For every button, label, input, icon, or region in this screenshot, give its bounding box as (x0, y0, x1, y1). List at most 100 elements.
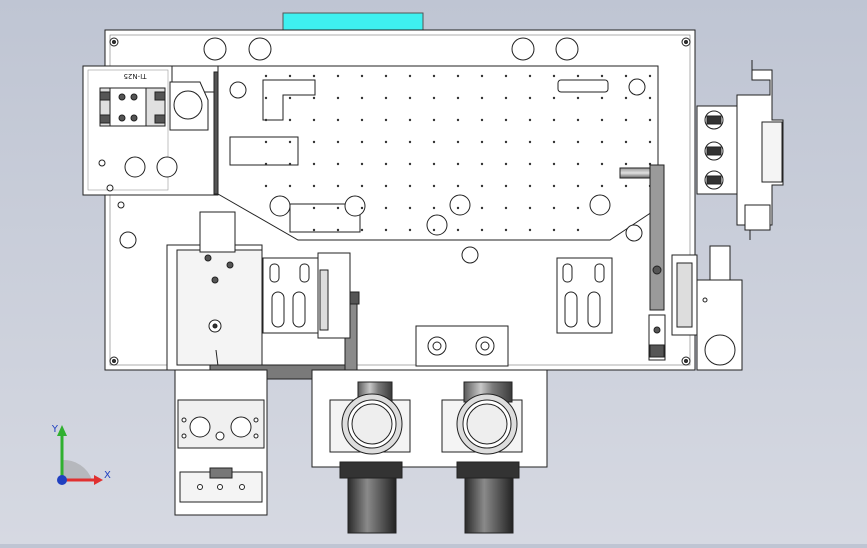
top-plate-features (229, 78, 646, 236)
center-right-bracket (556, 257, 613, 334)
mounting-hole (600, 118, 604, 122)
mounting-hole (456, 206, 460, 210)
mounting-hole (480, 96, 484, 100)
mounting-hole (432, 228, 436, 232)
mounting-hole (384, 140, 388, 144)
mounting-hole (480, 74, 484, 78)
mounting-hole (504, 118, 508, 122)
mounting-hole (528, 162, 532, 166)
left-cylinder (339, 393, 403, 534)
x-axis-label: X (104, 470, 111, 481)
right-valve-block (696, 60, 784, 240)
top-holes (203, 37, 579, 61)
mounting-hole (360, 118, 364, 122)
left-bracket-inner (87, 69, 169, 191)
mounting-hole (288, 184, 292, 188)
mounting-hole (480, 162, 484, 166)
mounting-hole (648, 74, 652, 78)
mounting-hole (384, 228, 388, 232)
mounting-hole (552, 140, 556, 144)
mounting-hole (456, 228, 460, 232)
mounting-hole (456, 74, 460, 78)
mounting-hole (480, 206, 484, 210)
mounting-hole (480, 118, 484, 122)
mounting-hole (624, 184, 628, 188)
mounting-hole (408, 140, 412, 144)
mounting-hole (408, 162, 412, 166)
left-base-holes (117, 201, 643, 264)
mounting-hole (408, 74, 412, 78)
mounting-hole (456, 184, 460, 188)
right-cylinder (456, 393, 520, 534)
mounting-hole (432, 118, 436, 122)
mounting-hole (648, 118, 652, 122)
mounting-hole (504, 96, 508, 100)
mounting-hole (360, 162, 364, 166)
mounting-hole (264, 118, 268, 122)
mounting-hole (360, 74, 364, 78)
mounting-hole (600, 96, 604, 100)
left-slide-module (166, 211, 263, 371)
mounting-hole (576, 228, 580, 232)
mounting-hole (360, 184, 364, 188)
mounting-hole (384, 184, 388, 188)
mounting-hole (408, 228, 412, 232)
part-label: TI-N25 (123, 72, 147, 80)
mounting-hole (624, 162, 628, 166)
mounting-hole (264, 74, 268, 78)
y-axis-label: Y (51, 424, 59, 435)
mounting-hole (552, 118, 556, 122)
coordinate-triad: Y X (51, 424, 111, 485)
mounting-hole (576, 118, 580, 122)
mounting-hole (312, 162, 316, 166)
mounting-hole (336, 184, 340, 188)
mounting-hole (264, 184, 268, 188)
mounting-hole (360, 206, 364, 210)
mounting-hole (336, 206, 340, 210)
mounting-hole (264, 162, 268, 166)
mounting-hole (528, 184, 532, 188)
mounting-hole (336, 118, 340, 122)
lower-left-block (174, 369, 268, 516)
x-axis-arrow (94, 475, 103, 485)
top-cyan-tab (282, 12, 424, 32)
mounting-hole (600, 184, 604, 188)
mounting-hole (384, 162, 388, 166)
corner-screws (109, 37, 691, 366)
mounting-hole (336, 74, 340, 78)
mounting-hole (456, 96, 460, 100)
mounting-hole (528, 74, 532, 78)
mounting-hole (432, 184, 436, 188)
clamp-block (99, 81, 209, 131)
mounting-hole (408, 206, 412, 210)
mounting-hole (312, 140, 316, 144)
mounting-hole (600, 140, 604, 144)
mounting-hole (504, 74, 508, 78)
mounting-hole (456, 140, 460, 144)
mounting-hole (408, 118, 412, 122)
mounting-hole (432, 206, 436, 210)
mounting-hole (384, 74, 388, 78)
mounting-hole (288, 74, 292, 78)
mounting-hole (336, 162, 340, 166)
mounting-hole (312, 184, 316, 188)
mounting-hole (576, 140, 580, 144)
mounting-hole (600, 162, 604, 166)
mounting-hole (480, 228, 484, 232)
mounting-hole (312, 74, 316, 78)
dark-vertical-rod (213, 71, 219, 195)
mounting-hole (480, 140, 484, 144)
mounting-hole (504, 162, 508, 166)
mounting-hole (624, 118, 628, 122)
mounting-hole (336, 228, 340, 232)
mounting-hole (648, 140, 652, 144)
main-plate-inner (109, 34, 691, 366)
mounting-hole (360, 228, 364, 232)
mounting-hole (384, 118, 388, 122)
mounting-hole (576, 74, 580, 78)
mounting-hole (288, 140, 292, 144)
y-axis-arrow (57, 425, 67, 436)
right-lower-bracket (671, 245, 743, 371)
